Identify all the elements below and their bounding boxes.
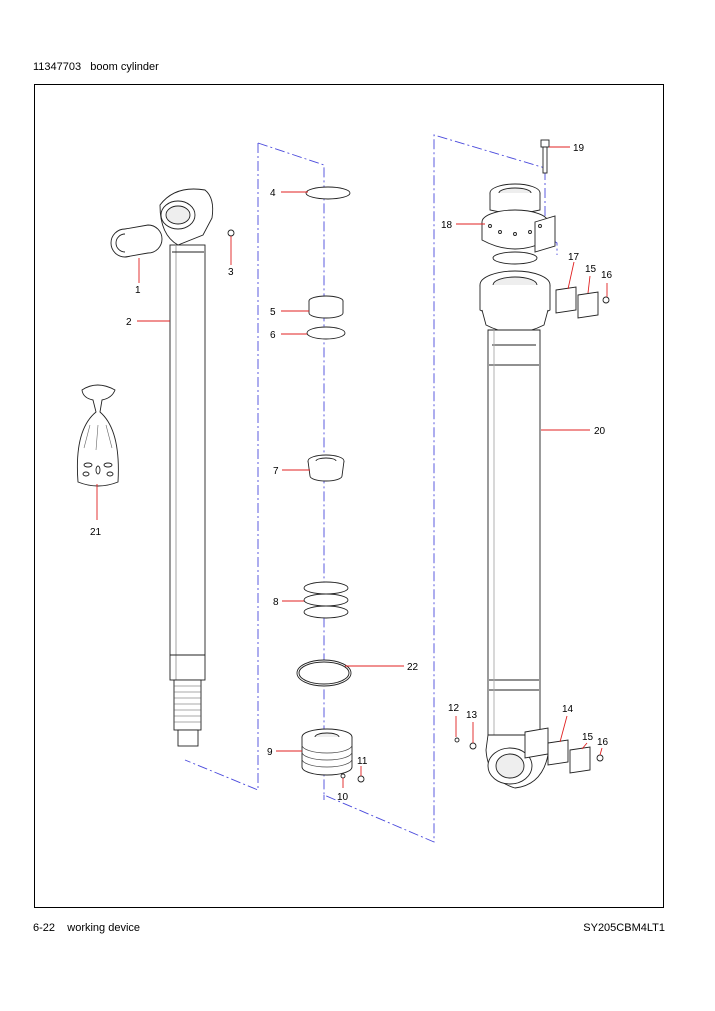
callout-16b: 16 [601, 270, 613, 281]
callout-15b: 15 [585, 264, 597, 275]
callout-9: 9 [267, 747, 273, 758]
callout-14: 14 [562, 704, 574, 715]
callout-21: 21 [90, 527, 102, 538]
callout-8: 8 [273, 597, 279, 608]
protective-bag [76, 384, 119, 487]
callout-1: 1 [135, 285, 141, 296]
diagram-frame [34, 84, 664, 908]
model-code: SY205CBM4LT1 [583, 922, 665, 934]
seal-parts [296, 186, 365, 783]
callout-12: 12 [448, 703, 460, 714]
callout-6: 6 [270, 330, 276, 341]
callout-16a: 16 [597, 737, 609, 748]
callout-18: 18 [441, 220, 453, 231]
callout-11: 11 [357, 756, 368, 767]
callout-13: 13 [466, 710, 478, 721]
page-footer-left: 6-22 working device [33, 922, 140, 934]
callout-3: 3 [228, 267, 234, 278]
callout-10: 10 [337, 792, 349, 803]
callout-2: 2 [126, 317, 132, 328]
page-header: 11347703 boom cylinder [33, 61, 159, 73]
piston-rod [110, 188, 235, 747]
page-number: 6-22 [33, 922, 56, 934]
callout-4: 4 [270, 188, 276, 199]
callout-labels: 1 2 3 4 5 6 7 8 9 10 11 12 13 14 15 15 1… [90, 143, 613, 803]
callout-20: 20 [594, 426, 606, 437]
callout-5: 5 [270, 307, 276, 318]
page-title: boom cylinder [90, 61, 159, 73]
callout-17: 17 [568, 252, 580, 263]
leader-lines [96, 146, 608, 788]
callout-19: 19 [573, 143, 585, 154]
section-name: working device [67, 922, 141, 934]
part-number: 11347703 [33, 61, 82, 73]
callout-7: 7 [273, 466, 279, 477]
callout-22: 22 [407, 662, 419, 673]
callout-15a: 15 [582, 732, 594, 743]
cylinder-tube [454, 139, 610, 789]
